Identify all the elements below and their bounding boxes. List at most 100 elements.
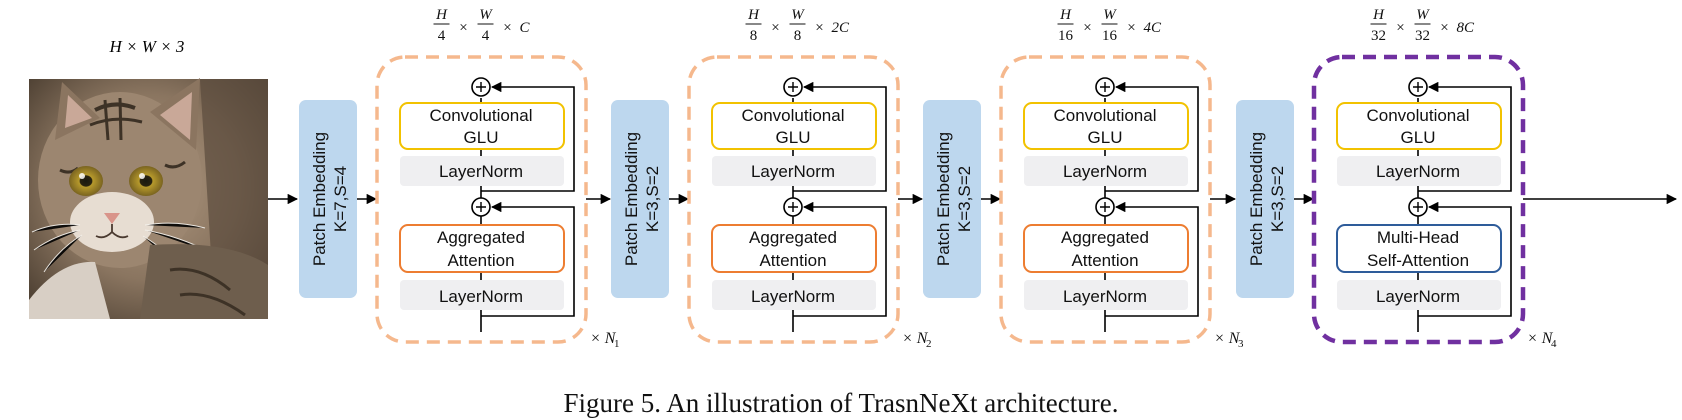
dims-denominator: 8 bbox=[750, 28, 758, 44]
stage-3: H16×W16×4CConvolutionalGLULayerNormAggre… bbox=[999, 7, 1244, 350]
layernorm-bottom-label: LayerNorm bbox=[751, 287, 835, 306]
stage-dashed-border bbox=[687, 55, 900, 344]
residual-skip-connection bbox=[1105, 201, 1199, 317]
attention-label-2: Self-Attention bbox=[1367, 251, 1469, 270]
stage-4: H32×W32×8CConvolutionalGLULayerNormMulti… bbox=[1311, 7, 1678, 350]
attention-label-2: Attention bbox=[759, 251, 826, 270]
repeat-subscript: 3 bbox=[1238, 338, 1244, 350]
input-cat-image bbox=[29, 78, 268, 319]
figure-caption: Figure 5. An illustration of TrasnNeXt a… bbox=[563, 388, 1119, 418]
stage-dims-label: H32×W32×8C bbox=[1370, 7, 1476, 44]
plus-icon bbox=[1413, 202, 1423, 212]
attention-label-1: Aggregated bbox=[437, 228, 525, 247]
dims-times: × bbox=[815, 20, 823, 36]
dims-denominator: 32 bbox=[1415, 28, 1430, 44]
layernorm-bottom-box bbox=[712, 280, 876, 310]
layernorm-bottom-box bbox=[400, 280, 564, 310]
residual-skip-connection bbox=[1418, 201, 1512, 317]
dims-denominator: 4 bbox=[438, 28, 446, 44]
repeat-subscript: 2 bbox=[926, 338, 932, 350]
dims-numerator: H bbox=[1372, 7, 1385, 23]
dims-numerator: W bbox=[479, 7, 493, 23]
architecture-diagram: H × W × 3 bbox=[29, 7, 1678, 350]
stage-repeat-label: × N2 bbox=[902, 330, 932, 350]
stage-repeat-label: × N3 bbox=[1214, 330, 1244, 350]
dims-times: × bbox=[1440, 20, 1448, 36]
plus-icon bbox=[788, 82, 798, 92]
dims-denominator: 16 bbox=[1102, 28, 1118, 44]
dims-numerator: W bbox=[1103, 7, 1117, 23]
dims-times: × bbox=[503, 20, 511, 36]
layernorm-bottom-box bbox=[1024, 280, 1188, 310]
patch-embedding-title: Patch Embedding bbox=[1247, 132, 1266, 266]
dims-times: × bbox=[459, 20, 467, 36]
stage-dashed-border bbox=[375, 55, 588, 344]
dims-denominator: 16 bbox=[1058, 28, 1074, 44]
stage-dims-label: H16×W16×4C bbox=[1057, 7, 1162, 44]
layernorm-bottom-label: LayerNorm bbox=[439, 287, 523, 306]
attention-label-1: Multi-Head bbox=[1377, 228, 1459, 247]
conv-glu-box bbox=[711, 102, 877, 150]
conv-glu-label-2: GLU bbox=[1088, 128, 1123, 147]
conv-glu-label-1: Convolutional bbox=[741, 106, 844, 125]
plus-icon bbox=[1100, 82, 1110, 92]
dims-channels: 2C bbox=[832, 20, 851, 36]
patch-embedding-params: K=7,S=4 bbox=[331, 166, 350, 232]
residual-skip-connection bbox=[793, 201, 887, 317]
input-dims-label: H × W × 3 bbox=[109, 37, 185, 56]
layernorm-top-box bbox=[1024, 156, 1188, 186]
repeat-subscript: 4 bbox=[1551, 338, 1557, 350]
layernorm-top-box bbox=[400, 156, 564, 186]
residual-skip-connection bbox=[1418, 81, 1512, 192]
layernorm-top-label: LayerNorm bbox=[439, 162, 523, 181]
dims-denominator: 32 bbox=[1371, 28, 1386, 44]
stage-repeat-label: × N1 bbox=[590, 330, 620, 350]
layernorm-top-label: LayerNorm bbox=[1063, 162, 1147, 181]
dims-times: × bbox=[771, 20, 779, 36]
repeat-subscript: 1 bbox=[614, 338, 620, 350]
dims-numerator: H bbox=[435, 7, 448, 23]
layernorm-bottom-label: LayerNorm bbox=[1376, 287, 1460, 306]
conv-glu-label-2: GLU bbox=[464, 128, 499, 147]
layernorm-bottom-label: LayerNorm bbox=[1063, 287, 1147, 306]
stage-dims-label: H4×W4×C bbox=[433, 7, 531, 44]
stage-2: H8×W8×2CConvolutionalGLULayerNormAggrega… bbox=[687, 7, 932, 350]
patch-embedding-box bbox=[611, 100, 669, 298]
residual-skip-connection bbox=[481, 201, 575, 317]
stage-repeat-label: × N4 bbox=[1527, 330, 1557, 350]
plus-icon bbox=[788, 202, 798, 212]
patch-embedding-title: Patch Embedding bbox=[622, 132, 641, 266]
dims-channels: C bbox=[520, 20, 531, 36]
dims-channels: 8C bbox=[1457, 20, 1476, 36]
patch-embedding-title: Patch Embedding bbox=[934, 132, 953, 266]
repeat-text: × N bbox=[590, 330, 617, 347]
plus-icon bbox=[1100, 202, 1110, 212]
dims-numerator: H bbox=[747, 7, 760, 23]
stage-dashed-border bbox=[1311, 54, 1526, 345]
layernorm-top-label: LayerNorm bbox=[1376, 162, 1460, 181]
attention-box bbox=[711, 224, 877, 273]
conv-glu-box bbox=[399, 102, 565, 150]
attention-label-2: Attention bbox=[447, 251, 514, 270]
patch-embedding-params: K=3,S=2 bbox=[955, 166, 974, 232]
attention-box bbox=[399, 224, 565, 273]
conv-glu-box bbox=[1336, 102, 1502, 150]
residual-skip-connection bbox=[481, 81, 575, 192]
patch-embedding-title: Patch Embedding bbox=[310, 132, 329, 266]
dims-times: × bbox=[1127, 20, 1135, 36]
plus-icon bbox=[1413, 82, 1423, 92]
plus-icon bbox=[476, 202, 486, 212]
plus-icon bbox=[476, 82, 486, 92]
residual-skip-connection bbox=[1105, 81, 1199, 192]
conv-glu-label-2: GLU bbox=[776, 128, 811, 147]
dims-denominator: 8 bbox=[794, 28, 802, 44]
stage-dashed-border bbox=[999, 55, 1212, 344]
conv-glu-label-2: GLU bbox=[1401, 128, 1436, 147]
dims-numerator: H bbox=[1059, 7, 1072, 23]
conv-glu-label-1: Convolutional bbox=[1366, 106, 1469, 125]
stage-1: H4×W4×CConvolutionalGLULayerNormAggregat… bbox=[375, 7, 620, 350]
